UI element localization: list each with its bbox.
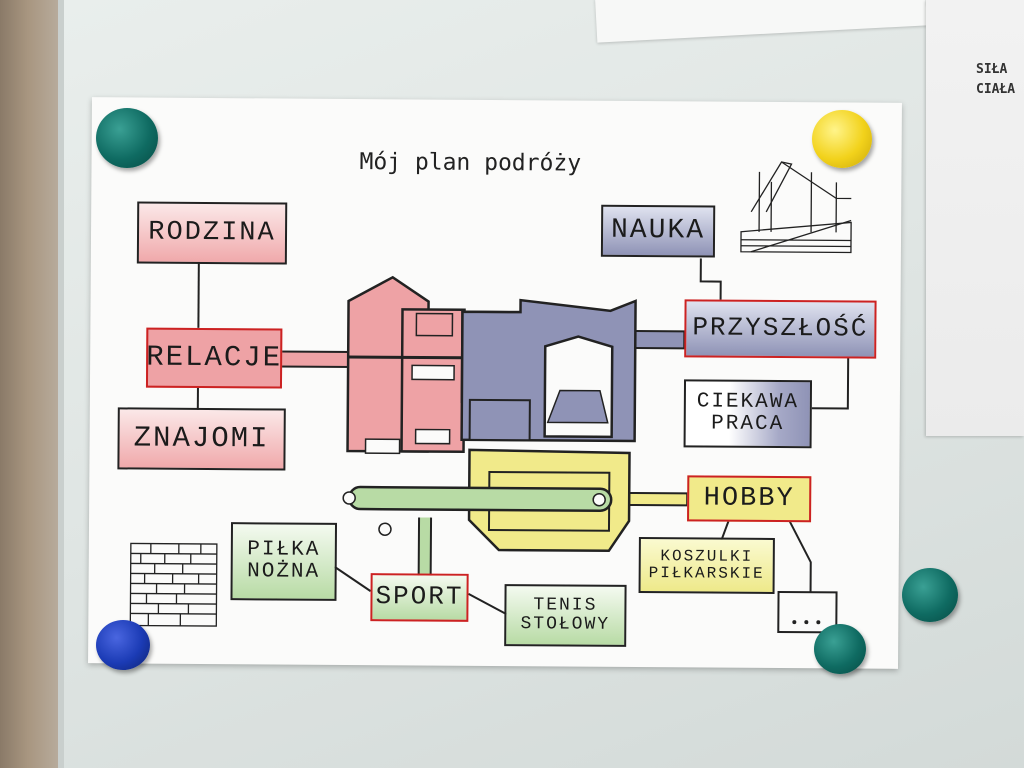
node-przyszlosc: PRZYSZŁOŚĆ <box>684 299 877 359</box>
node-znajomi: ZNAJOMI <box>117 407 286 471</box>
poster-drawing <box>129 161 852 634</box>
connector-hobby-box <box>788 519 812 593</box>
brick-stack-sketch <box>129 542 218 627</box>
city-green-rail <box>342 485 613 536</box>
device-box-sketch <box>777 590 838 634</box>
poster-title: Mój plan podróży <box>359 149 582 177</box>
node-hobby: HOBBY <box>687 475 812 523</box>
travel-plan-poster: Mój plan podróży RODZINA RELACJE ZNAJOMI… <box>88 97 902 669</box>
magnet-teal-top-left <box>96 108 158 168</box>
station-sketch <box>740 161 852 254</box>
connector-city-sport <box>417 517 433 579</box>
magnet-yellow-top-right <box>812 110 872 168</box>
node-sport: SPORT <box>370 573 469 622</box>
connector-przyszlosc-ciekawa <box>811 356 850 410</box>
node-nauka: NAUKA <box>600 204 716 258</box>
magnet-teal-board-right <box>902 568 958 622</box>
node-tenis: TENIS STOŁOWY <box>504 584 627 647</box>
city-blue-block <box>460 298 637 443</box>
node-koszulki: KOSZULKI PIŁKARSKIE <box>638 537 775 594</box>
background-paper-right: SIŁA CIAŁA <box>926 0 1024 436</box>
node-ciekawa-praca: CIEKAWA PRACA <box>683 379 813 449</box>
node-relacje: RELACJE <box>145 327 283 389</box>
connector-sport-tenis <box>468 592 507 615</box>
node-rodzina: RODZINA <box>136 201 288 265</box>
background-paper-text: SIŁA CIAŁA <box>976 62 1016 97</box>
connector-pilka-sport <box>334 566 372 592</box>
connector-relacje-city <box>278 350 354 369</box>
magnet-blue-bottom-left <box>96 620 150 670</box>
connector-city-przyszlosc <box>635 329 686 350</box>
connector-nauka-przyszlosc <box>699 258 722 300</box>
connector-city-hobby <box>629 491 689 507</box>
magnet-teal-bottom-right <box>814 624 866 674</box>
node-pilka-nozna: PIŁKA NOŻNA <box>230 522 338 601</box>
